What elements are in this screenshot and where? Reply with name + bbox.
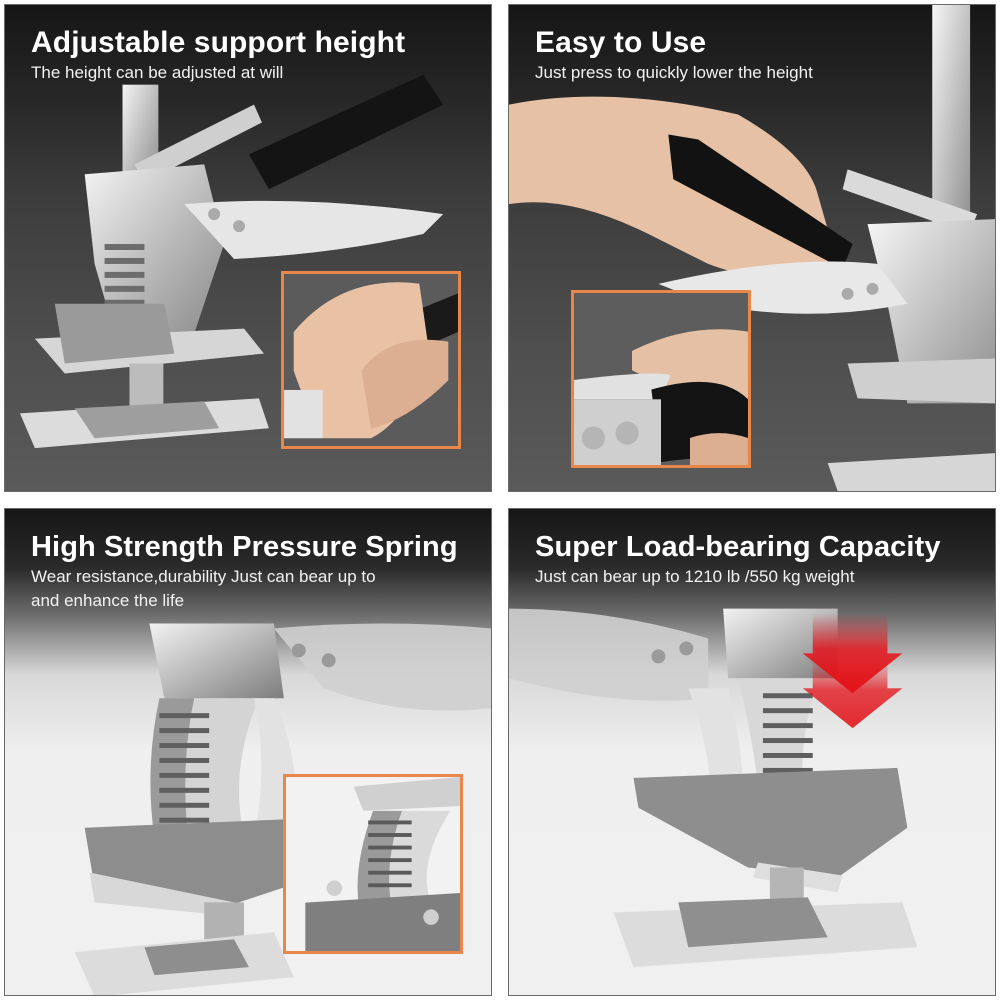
panel-load-bearing: Super Load-bearing Capacity Just can bea… <box>508 508 996 996</box>
panel-text: High Strength Pressure Spring Wear resis… <box>31 529 458 613</box>
inset-spring-closeup <box>283 774 463 954</box>
product-spring-illustration <box>5 509 491 995</box>
product-lifter-illustration <box>5 5 491 491</box>
panel-adjustable-height: Adjustable support height The height can… <box>4 4 492 492</box>
panel-subtitle: Just can bear up to 1210 lb /550 kg weig… <box>535 567 855 586</box>
panel-title: Super Load-bearing Capacity <box>535 531 941 563</box>
panel-title: Adjustable support height <box>31 26 406 59</box>
panel-subtitle-line-2: and enhance the life <box>31 591 185 610</box>
panel-text: Super Load-bearing Capacity Just can bea… <box>535 529 941 589</box>
panel-subtitle: The height can be adjusted at will <box>31 63 284 82</box>
panel-easy-to-use: Easy to Use Just press to quickly lower … <box>508 4 996 492</box>
panel-title: High Strength Pressure Spring <box>31 531 458 563</box>
product-hand-press-illustration <box>509 5 995 491</box>
load-arrow-icon <box>802 613 903 729</box>
panel-subtitle: Just press to quickly lower the height <box>535 63 813 82</box>
inset-hand-grip <box>281 271 461 449</box>
panel-text: Easy to Use Just press to quickly lower … <box>535 25 813 85</box>
panel-text: Adjustable support height The height can… <box>31 25 405 85</box>
panel-pressure-spring: High Strength Pressure Spring Wear resis… <box>4 508 492 996</box>
panel-title: Easy to Use <box>535 26 707 59</box>
product-load-illustration <box>509 509 995 995</box>
panel-subtitle-line-1: Wear resistance,durability Just can bear… <box>31 567 376 586</box>
inset-thumb-press <box>571 290 751 468</box>
